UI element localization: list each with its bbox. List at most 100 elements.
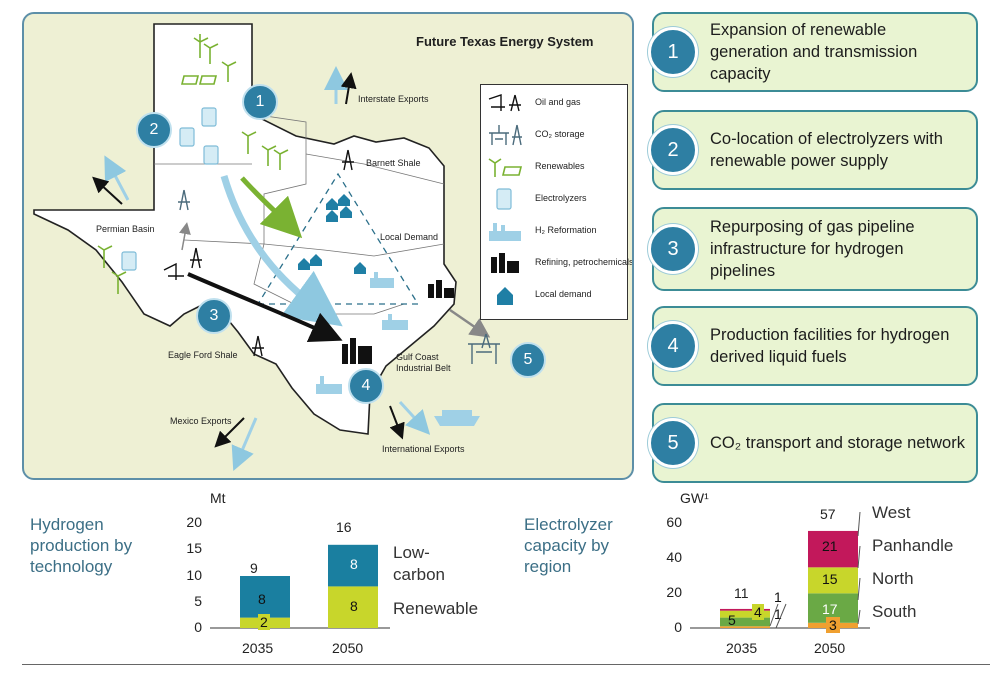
h2-seg-renewable-2050: 8 (350, 598, 358, 614)
h2-total-2050: 16 (336, 519, 352, 535)
legend-label: Electrolyzers (535, 193, 587, 203)
h2-y-unit: Mt (210, 490, 226, 506)
electrolyzer-ytick: 40 (666, 549, 682, 565)
electrolyzer-seg-north-2050: 17 (822, 601, 838, 617)
map-marker-3: 3 (196, 298, 232, 334)
h2-chart-title: Hydrogen production by technology (30, 515, 133, 576)
electrolyzer-seg-north-2035: 5 (728, 612, 736, 628)
bar-segment-panhandle-2035 (720, 610, 770, 618)
electrolyzer-legend-panhandle: Panhandle (872, 536, 954, 555)
legend-label: H₂ Reformation (535, 225, 597, 235)
bar-segment-south-2035 (720, 626, 770, 628)
map-legend: Oil and gas CO₂ storage Renewables Elect… (480, 84, 632, 320)
electrolyzer-ytick: 0 (674, 619, 682, 635)
legend-label: CO₂ storage (535, 129, 585, 139)
h2-seg-renewable-2035: 2 (258, 614, 270, 630)
card-3: 3 Repurposing of gas pipeline infrastruc… (648, 207, 978, 291)
electrolyzer-ytick: 20 (666, 584, 682, 600)
legend-label: Local demand (535, 289, 592, 299)
electrolyzer-total-2035: 11 (734, 585, 749, 601)
label-barnett-shale: Barnett Shale (366, 158, 421, 168)
electrolyzer-legend-north: North (872, 569, 914, 588)
bar-segment-renewable-2050 (328, 586, 378, 628)
legend-label: Oil and gas (535, 97, 581, 107)
label-interstate-exports: Interstate Exports (358, 94, 429, 104)
card-text-5: CO₂ transport and storage network (710, 434, 965, 452)
h2-reformation-icon (489, 223, 521, 241)
card-number-1: 1 (648, 27, 698, 77)
electrolyzer-total-2050: 57 (820, 506, 836, 522)
electrolyzer-icons (121, 107, 219, 271)
card-text-3: Repurposing of gas pipeline infrastructu… (710, 218, 915, 280)
h2-seg-lowcarbon-2050: 8 (350, 556, 358, 572)
co2-storage-icon (489, 124, 522, 146)
label-international-exports: International Exports (382, 444, 465, 454)
map-title: Future Texas Energy System (416, 34, 594, 49)
card-5: 5 CO₂ transport and storage network (648, 403, 978, 483)
label-eagle-ford-shale: Eagle Ford Shale (168, 350, 238, 360)
electrolyzer-seg-west-2050: 21 (822, 538, 838, 554)
electrolyzer-leader-lines (769, 511, 861, 629)
flow-arrows (92, 66, 491, 472)
local-demand-icon (497, 287, 513, 305)
label-gulf-coast: Gulf Coast Industrial Belt (396, 352, 451, 373)
label-mexico-exports: Mexico Exports (170, 416, 232, 426)
label-local-demand: Local Demand (380, 232, 439, 242)
card-number-3: 3 (648, 224, 698, 274)
h2-xtick-2035: 2035 (242, 640, 274, 656)
electrolyzer-xtick-2050: 2050 (814, 640, 846, 656)
card-4: 4 Production facilities for hydrogen der… (648, 306, 978, 386)
electrolyzer-y-unit: GW¹ (680, 490, 709, 506)
label-permian-basin: Permian Basin (96, 224, 155, 234)
electrolyzer-seg-panhandle-2050: 15 (822, 571, 838, 587)
card-text-4: Production facilities for hydrogen deriv… (710, 326, 950, 366)
renewables-icon (488, 158, 523, 177)
card-text-2: Co-location of electrolyzers with renewa… (710, 130, 943, 170)
bar-segment-west-2050 (808, 530, 858, 568)
bar-segment-north-2035 (720, 617, 770, 627)
bottom-rule (22, 664, 990, 665)
texas-map (33, 23, 500, 472)
h2-legend-renewable: Renewable (393, 599, 479, 618)
electrolyzer-xtick-2035: 2035 (726, 640, 758, 656)
h2-reformation-icons (316, 272, 408, 394)
card-1: 1 Expansion of renewable generation and … (648, 12, 978, 92)
bar-segment-west-2035 (720, 608, 770, 611)
h2-ytick: 0 (194, 619, 202, 635)
electrolyzer-seg-panhandle-2035: 4 (752, 604, 764, 620)
card-text-1: Expansion of renewable generation and tr… (710, 21, 918, 83)
card-number-5: 5 (648, 418, 698, 468)
electrolyzer-legend-west: West (872, 503, 911, 522)
legend-row: Local demand (487, 283, 625, 307)
h2-total-2035: 9 (250, 560, 258, 576)
oil-gas-icon (488, 94, 521, 112)
local-demand-icons (298, 194, 366, 274)
h2-ytick: 15 (186, 540, 202, 556)
oil-gas-icons (163, 149, 354, 357)
map-marker-1: 1 (242, 84, 278, 120)
electrolyzer-icon (496, 188, 512, 210)
electrolyzer-seg-south-2050: 3 (826, 617, 840, 633)
refining-icon (491, 253, 519, 273)
electrolyzer-legend-south: South (872, 602, 917, 621)
electrolyzer-seg-south-2035: 1 (774, 606, 782, 622)
map-panel: Future Texas Energy System Interstate Ex… (22, 12, 634, 480)
h2-bar-chart (210, 544, 390, 629)
renewables-icons (97, 34, 289, 294)
co2-storage-icons (178, 189, 500, 364)
electrolyzer-seg-west-2035: 1 (774, 589, 782, 605)
card-number-2: 2 (648, 125, 698, 175)
bar-segment-panhandle-2050 (808, 567, 858, 594)
h2-xtick-2050: 2050 (332, 640, 364, 656)
bar-segment-low-carbon-2050 (328, 544, 378, 587)
map-marker-5: 5 (510, 342, 546, 378)
h2-ytick: 10 (186, 567, 202, 583)
legend-row: Refining, petrochemicals (487, 251, 632, 275)
legend-row: Renewables (487, 155, 625, 179)
bar-segment-low-carbon-2035 (240, 576, 290, 618)
legend-row: Oil and gas (487, 91, 625, 115)
electrolyzer-ytick: 60 (666, 514, 682, 530)
legend-row: CO₂ storage (487, 123, 625, 147)
refining-icons (342, 280, 454, 364)
map-marker-2: 2 (136, 112, 172, 148)
